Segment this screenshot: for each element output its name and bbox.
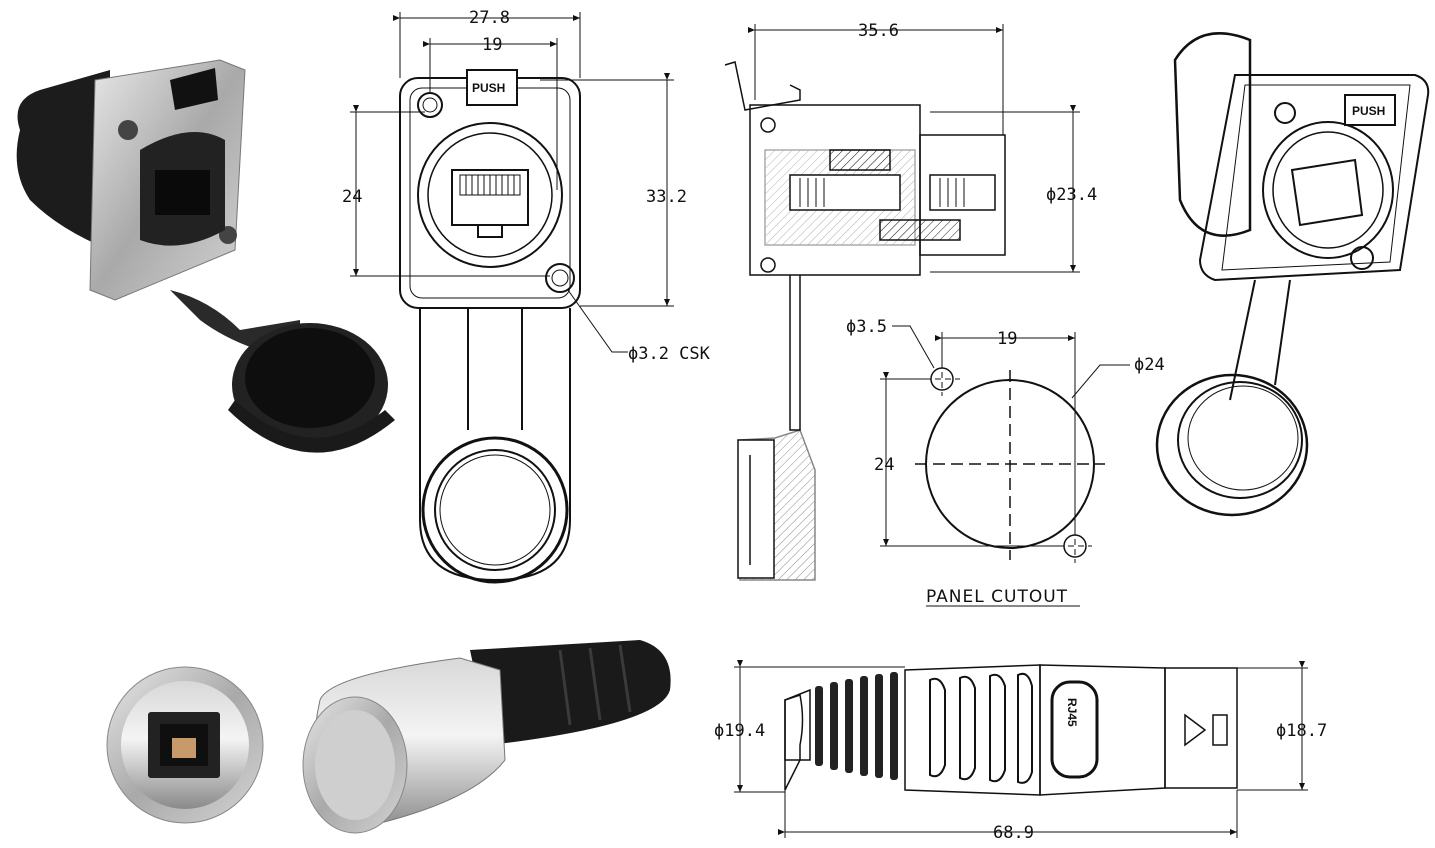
side-view-dimensions	[748, 24, 1080, 273]
dim-cutout-hole: ϕ3.5	[846, 317, 887, 337]
photo-panel-connector	[16, 59, 395, 453]
rj45-label: RJ45	[1065, 698, 1079, 727]
dim-front-height: 33.2	[646, 187, 687, 207]
plug-dimensions	[734, 660, 1308, 838]
dim-side-dia: ϕ23.4	[1046, 185, 1097, 205]
dim-side-length: 35.6	[858, 21, 899, 41]
panel-cutout-title: PANEL CUTOUT	[926, 587, 1068, 607]
dim-front-inner-height: 24	[342, 187, 362, 207]
dim-plug-length: 68.9	[993, 823, 1034, 843]
front-view-drawing	[399, 69, 581, 584]
dim-front-width: 27.8	[469, 8, 510, 28]
dim-plug-dia-left: ϕ19.4	[714, 721, 765, 741]
dim-hole-dia: ϕ3.2 CSK	[628, 344, 711, 364]
push-label-isometric: PUSH	[1352, 104, 1385, 118]
dim-cutout-dia: ϕ24	[1134, 355, 1165, 375]
side-section-drawing	[724, 61, 1006, 581]
dim-front-inner-width: 19	[482, 35, 502, 55]
photo-plug-side	[302, 640, 671, 834]
photo-plug-front	[106, 666, 264, 824]
dim-cutout-spacing: 19	[997, 329, 1017, 349]
panel-cutout-drawing	[880, 325, 1130, 607]
push-label: PUSH	[472, 81, 505, 95]
plug-drawing	[784, 664, 1238, 796]
front-view-dimensions	[350, 12, 674, 353]
isometric-drawing	[1155, 32, 1430, 517]
dim-cutout-height: 24	[874, 455, 894, 475]
dim-plug-dia-right: ϕ18.7	[1276, 721, 1327, 741]
